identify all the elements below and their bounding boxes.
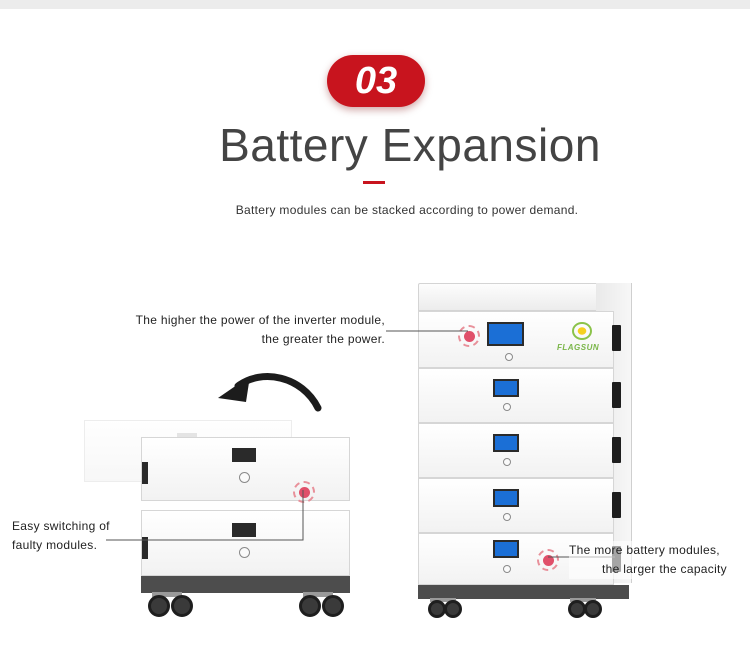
- left-stack-base: [141, 576, 350, 593]
- tower-cap: [418, 283, 623, 311]
- module-display: [493, 489, 519, 507]
- capacity-callout: The more battery modules, the larger the…: [569, 541, 727, 579]
- module-knob: [239, 547, 250, 558]
- capacity-callout-line1: The more battery modules,: [569, 543, 720, 557]
- middle-module: [141, 437, 350, 503]
- highlight-dot: [543, 555, 554, 566]
- caster-wheel: [299, 595, 321, 617]
- capacity-callout-line2: the larger the capacity: [602, 562, 727, 576]
- switching-callout-line2: faulty modules.: [12, 538, 98, 552]
- highlight-dot-ring: [458, 325, 480, 347]
- lower-module: [141, 510, 350, 576]
- inverter-knob: [505, 353, 513, 361]
- module-display: [493, 434, 519, 452]
- battery-module: [418, 478, 614, 533]
- section-number: 03: [354, 59, 398, 102]
- module-display: [232, 448, 256, 462]
- module-knob: [503, 565, 511, 573]
- module-knob: [503, 403, 511, 411]
- battery-module: [418, 423, 614, 478]
- highlight-dot-ring: [293, 481, 315, 503]
- inverter-callout: The higher the power of the inverter mod…: [118, 311, 385, 349]
- caster-wheel: [171, 595, 193, 617]
- caster-wheel: [444, 600, 462, 618]
- brand-logo-text: FLAGSUN: [557, 343, 600, 352]
- highlight-dot-ring: [537, 549, 559, 571]
- inverter-callout-line2: the greater the power.: [261, 332, 385, 346]
- battery-module: [418, 368, 614, 423]
- switching-leader: [106, 490, 304, 541]
- module-display: [493, 379, 519, 397]
- caster-wheel: [322, 595, 344, 617]
- title-underline: [363, 181, 385, 184]
- highlight-dot: [464, 331, 475, 342]
- switching-callout-line1: Easy switching of: [12, 519, 110, 533]
- module-knob: [503, 513, 511, 521]
- highlight-dot: [299, 487, 310, 498]
- caster-wheel: [584, 600, 602, 618]
- top-band: [0, 0, 750, 9]
- caster-wheel: [148, 595, 170, 617]
- switching-callout: Easy switching of faulty modules.: [12, 517, 110, 555]
- module-display: [232, 523, 256, 537]
- page-subtitle: Battery modules can be stacked according…: [235, 203, 579, 217]
- section-number-badge: 03: [327, 55, 425, 107]
- tower-base: [418, 585, 629, 599]
- inverter-display: [487, 322, 524, 346]
- inverter-callout-line1: The higher the power of the inverter mod…: [135, 313, 385, 327]
- inverter-module: FLAGSUN: [418, 311, 614, 368]
- module-display: [493, 540, 519, 558]
- curved-arrow-icon: [218, 373, 322, 412]
- page-title: Battery Expansion: [219, 119, 601, 171]
- brand-logo-icon: [572, 322, 592, 340]
- module-knob: [239, 472, 250, 483]
- module-knob: [503, 458, 511, 466]
